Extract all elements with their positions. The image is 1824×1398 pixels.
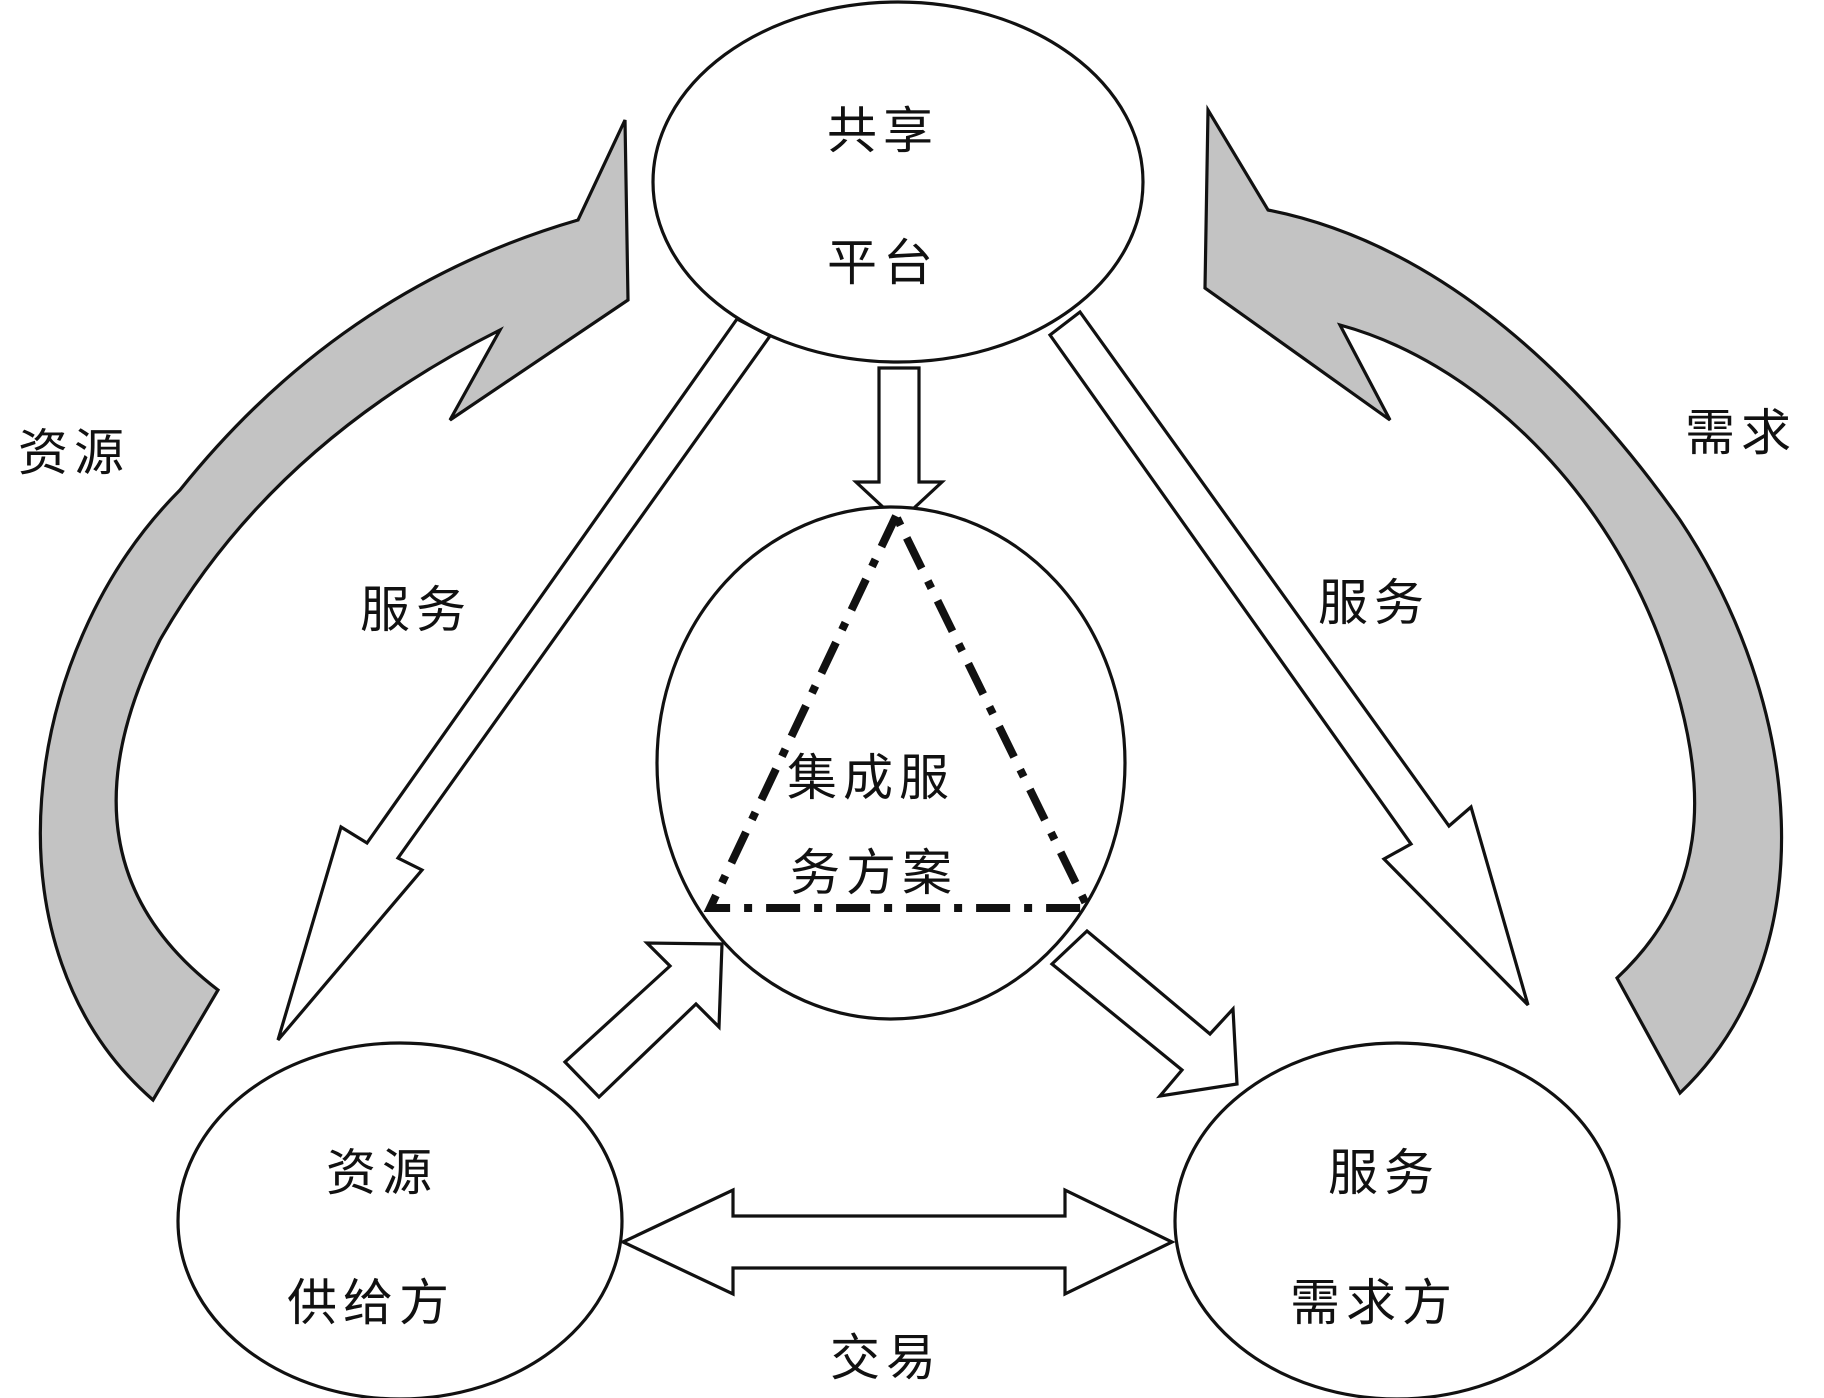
center-label-line1: 集成服 (787, 749, 955, 807)
demander-label-line2: 需求方 (1290, 1274, 1458, 1332)
resource-label: 资源 (18, 424, 130, 482)
platform-to-center-arrow (851, 366, 947, 525)
demander-label-line1: 服务 (1328, 1144, 1440, 1202)
service-right-label: 服务 (1318, 574, 1430, 632)
demand-curved-arrow (1203, 104, 1784, 1096)
supplier-to-center-arrow (562, 941, 724, 1100)
resource-curved-arrow (38, 119, 630, 1103)
platform-label-line2: 平台 (827, 234, 939, 292)
trade-double-arrow (619, 1187, 1176, 1297)
demander-node (1173, 1041, 1621, 1398)
service-left-label: 服务 (360, 581, 472, 639)
supplier-label-line1: 资源 (326, 1144, 438, 1202)
center-label-line2: 务方案 (790, 844, 958, 902)
platform-node (651, 0, 1145, 364)
center-to-demander-arrow (1049, 928, 1239, 1099)
service-arrow-left (276, 316, 773, 1042)
supplier-label-line2: 供给方 (287, 1274, 455, 1332)
integration-triangle (703, 506, 1095, 912)
platform-label-line1: 共享 (827, 102, 939, 160)
demand-label: 需求 (1685, 404, 1797, 462)
center-node (655, 505, 1127, 1021)
service-arrow-right (1047, 309, 1530, 1007)
trade-label: 交易 (830, 1329, 942, 1387)
supplier-node (176, 1041, 624, 1398)
